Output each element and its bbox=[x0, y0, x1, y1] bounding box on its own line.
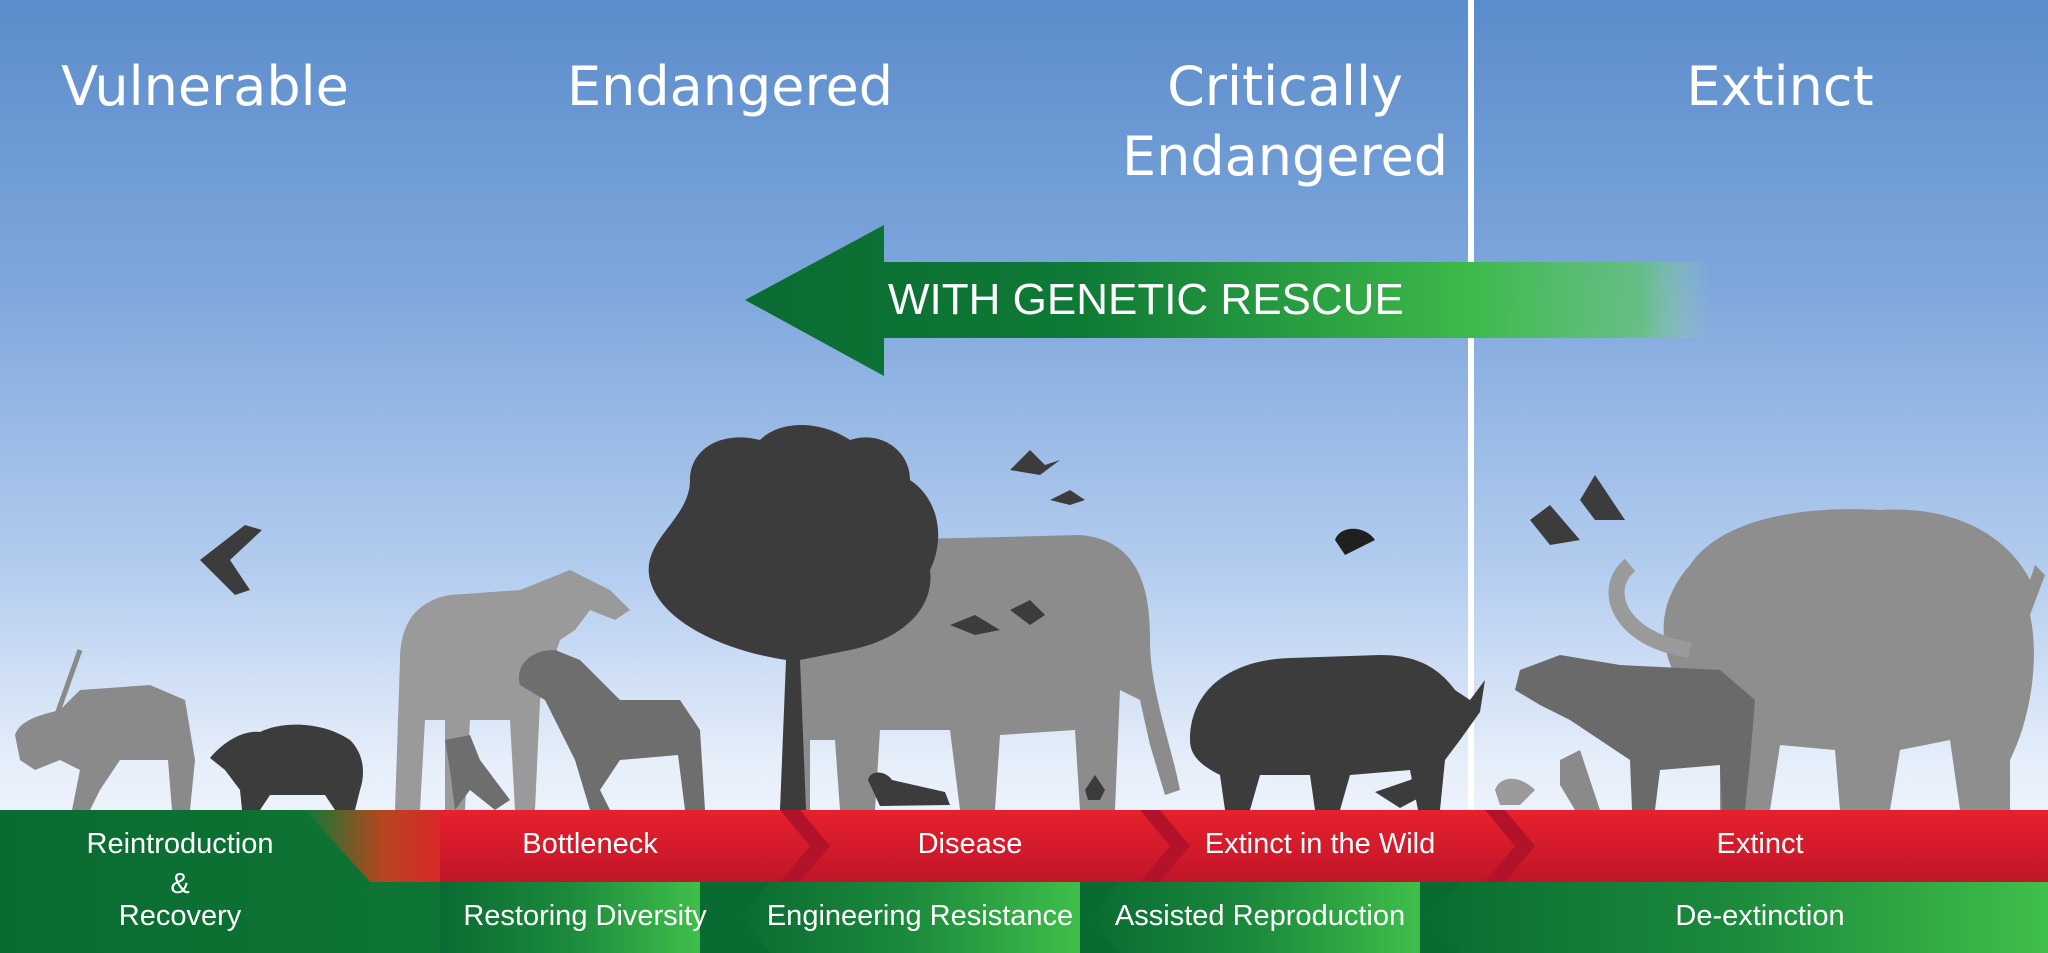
solution-assisted-reproduction: Assisted Reproduction bbox=[1114, 900, 1406, 932]
bird-icon bbox=[1335, 528, 1375, 555]
oryx-icon bbox=[15, 685, 195, 810]
bird-icon bbox=[950, 615, 1000, 635]
pigeon-icon bbox=[1495, 778, 1535, 805]
ferret-icon bbox=[868, 772, 950, 806]
threat-bottleneck: Bottleneck bbox=[522, 828, 658, 860]
rhino-icon bbox=[1190, 655, 1485, 810]
solution-restoring-diversity: Restoring Diversity bbox=[463, 900, 707, 932]
bird-icon bbox=[1010, 450, 1060, 475]
solution-de-extinction: De-extinction bbox=[1675, 900, 1845, 932]
extinction-divider-line bbox=[1468, 0, 1474, 810]
category-vulnerable: Vulnerable bbox=[61, 55, 349, 118]
solution-reintroduction-line2: & bbox=[170, 868, 190, 900]
bird-icon bbox=[1580, 475, 1625, 520]
mammoth-tusk-icon bbox=[1608, 558, 1692, 658]
horse-icon bbox=[519, 650, 705, 810]
bird-icon bbox=[1010, 600, 1045, 625]
tortoise-icon bbox=[210, 724, 363, 810]
arrow-label: WITH GENETIC RESCUE bbox=[888, 275, 1404, 324]
category-endangered: Endangered bbox=[567, 55, 893, 118]
bird-icon bbox=[200, 525, 262, 595]
frog-icon bbox=[1085, 775, 1105, 800]
solution-reintroduction-line1: Reintroduction bbox=[86, 828, 274, 860]
solution-reintroduction-line3: Recovery bbox=[118, 900, 242, 932]
vulture-icon bbox=[445, 735, 510, 810]
category-critically-endangered-line1: Critically bbox=[1167, 55, 1403, 118]
category-extinct: Extinct bbox=[1686, 55, 1874, 118]
solution-engineering-resistance: Engineering Resistance bbox=[766, 900, 1074, 932]
bird-icon bbox=[1530, 505, 1580, 545]
grouse-icon bbox=[1375, 770, 1440, 808]
threat-extinct: Extinct bbox=[1716, 828, 1804, 860]
small-bird-icon bbox=[1560, 750, 1600, 810]
bird-icon bbox=[1050, 490, 1085, 505]
aurochs-icon bbox=[1515, 655, 1755, 810]
threat-disease: Disease bbox=[917, 828, 1023, 860]
mammoth-icon bbox=[1663, 509, 2045, 810]
oryx-horn-icon bbox=[52, 649, 83, 721]
threat-extinct-in-the-wild: Extinct in the Wild bbox=[1204, 828, 1436, 860]
category-critically-endangered-line2: Endangered bbox=[1122, 125, 1448, 188]
tree-icon bbox=[648, 425, 939, 810]
